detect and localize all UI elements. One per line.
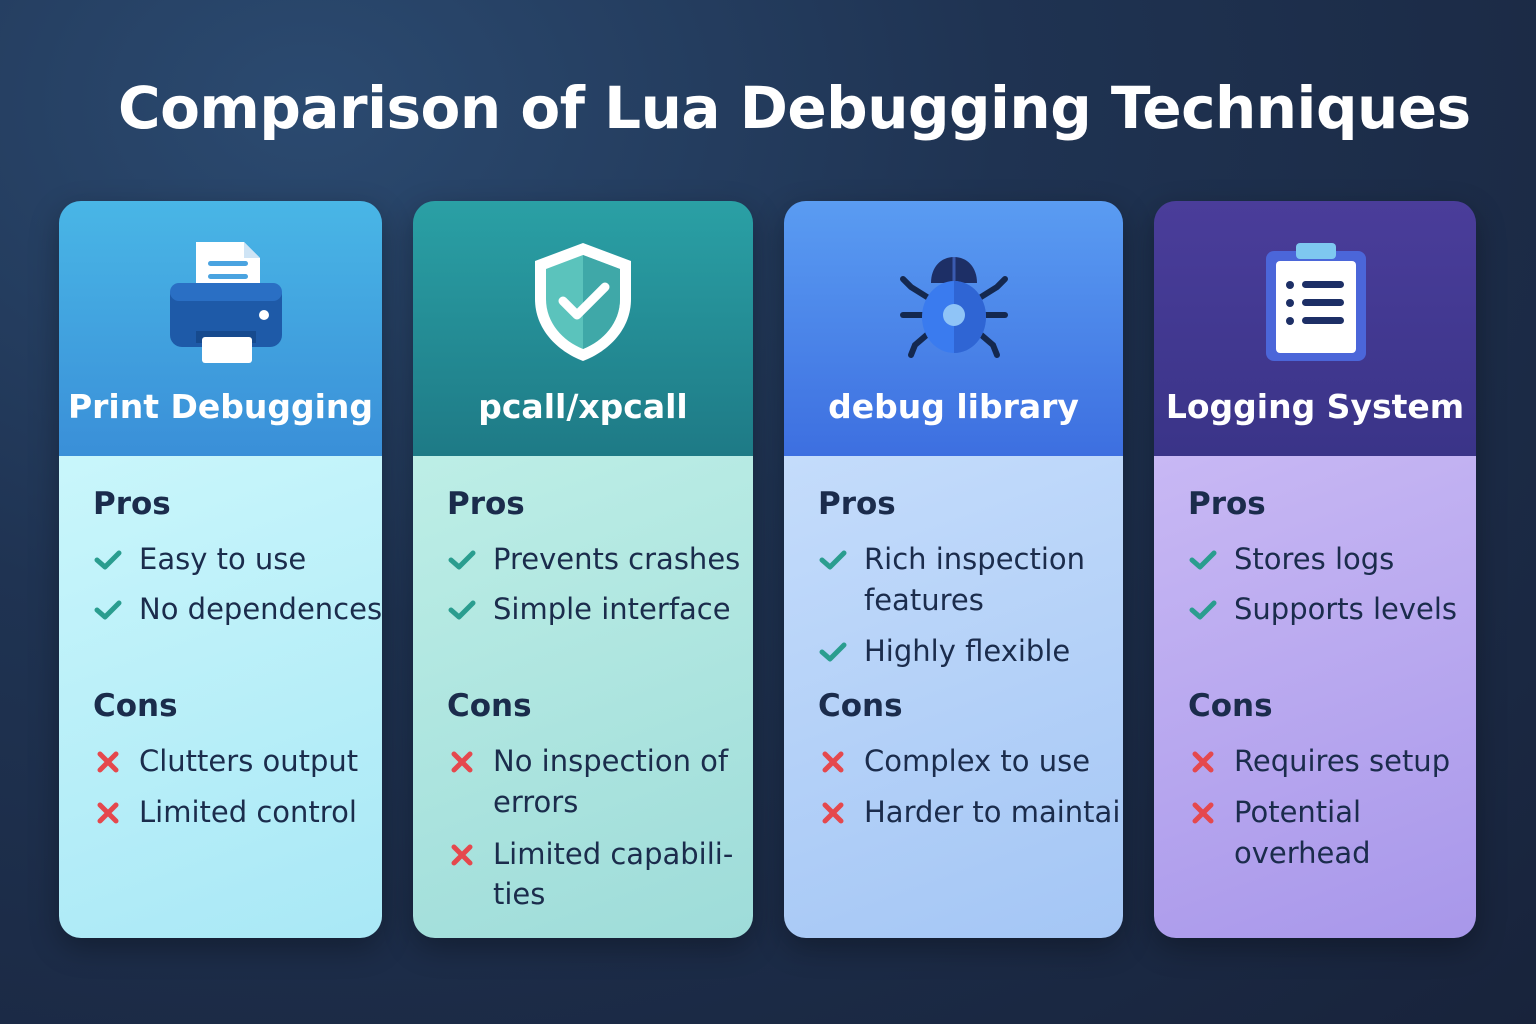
- pro-text: Highly flexible: [864, 634, 1071, 668]
- shield-check-icon: [413, 237, 753, 367]
- pro-text: Stores logs: [1234, 542, 1395, 576]
- cross-icon: [93, 792, 123, 833]
- check-icon: [93, 539, 123, 580]
- check-icon: [818, 539, 848, 580]
- con-text: Potential: [1234, 795, 1362, 829]
- cons-heading: Cons: [93, 688, 178, 724]
- card-title: Logging System: [1165, 387, 1465, 426]
- con-text: Limited capabili-: [493, 837, 734, 871]
- check-icon: [447, 539, 477, 580]
- con-text: ties: [493, 877, 546, 911]
- con-text: errors: [493, 785, 579, 819]
- card-header: debug library: [784, 201, 1123, 456]
- card-debug-library: debug library Pros Rich inspection featu…: [784, 201, 1123, 938]
- cross-icon: [1188, 792, 1218, 833]
- con-text: Clutters output: [139, 744, 359, 778]
- check-icon: [1188, 589, 1218, 630]
- pro-text: Simple interface: [493, 592, 731, 626]
- card-title: Print Debugging: [67, 387, 374, 426]
- cons-heading: Cons: [1188, 688, 1273, 724]
- pro-text: Prevents crashes: [493, 542, 741, 576]
- bug-icon: [784, 237, 1123, 367]
- check-icon: [447, 589, 477, 630]
- pro-text: Rich inspection: [864, 542, 1086, 576]
- check-icon: [818, 631, 848, 672]
- card-title: debug library: [828, 387, 1079, 426]
- pro-text: Supports levels: [1234, 592, 1458, 626]
- card-header: Print Debugging: [59, 201, 382, 456]
- card-pcall-xpcall: pcall/xpcall Pros Prevents crashes Simpl…: [413, 201, 753, 938]
- con-text: Limited control: [139, 795, 357, 829]
- cons-heading: Cons: [447, 688, 532, 724]
- card-title: pcall/xpcall: [478, 387, 688, 426]
- check-icon: [1188, 539, 1218, 580]
- card-logging-system: Logging System Pros Stores logs Supports…: [1154, 201, 1476, 938]
- cross-icon: [447, 741, 477, 782]
- page-title: Comparison of Lua Debugging Techniques: [118, 74, 1471, 142]
- pro-text: features: [864, 583, 984, 617]
- con-text: overhead: [1234, 836, 1371, 870]
- pros-heading: Pros: [1188, 486, 1266, 522]
- pros-heading: Pros: [818, 486, 896, 522]
- cross-icon: [447, 834, 477, 875]
- cross-icon: [818, 792, 848, 833]
- con-text: Complex to use: [864, 744, 1091, 778]
- clipboard-list-icon: [1154, 237, 1476, 367]
- cross-icon: [818, 741, 848, 782]
- card-body: Pros Prevents crashes Simple interface C…: [413, 456, 753, 938]
- cons-heading: Cons: [818, 688, 903, 724]
- pros-heading: Pros: [93, 486, 171, 522]
- card-print-debugging: Print Debugging Pros Easy to use No depe…: [59, 201, 382, 938]
- cross-icon: [1188, 741, 1218, 782]
- con-text: Requires setup: [1234, 744, 1451, 778]
- pros-heading: Pros: [447, 486, 525, 522]
- card-body: Pros Easy to use No dependences Cons Clu…: [59, 456, 382, 938]
- card-body: Pros Rich inspection features Highly fle…: [784, 456, 1123, 938]
- card-header: pcall/xpcall: [413, 201, 753, 456]
- cross-icon: [93, 741, 123, 782]
- card-body: Pros Stores logs Supports levels Cons Re…: [1154, 456, 1476, 938]
- printer-icon: [59, 237, 382, 367]
- con-text: No inspection of: [493, 744, 729, 778]
- con-text: Harder to maintain: [864, 795, 1123, 829]
- card-header: Logging System: [1154, 201, 1476, 456]
- check-icon: [93, 589, 123, 630]
- pro-text: No dependences: [139, 592, 382, 626]
- pro-text: Easy to use: [139, 542, 307, 576]
